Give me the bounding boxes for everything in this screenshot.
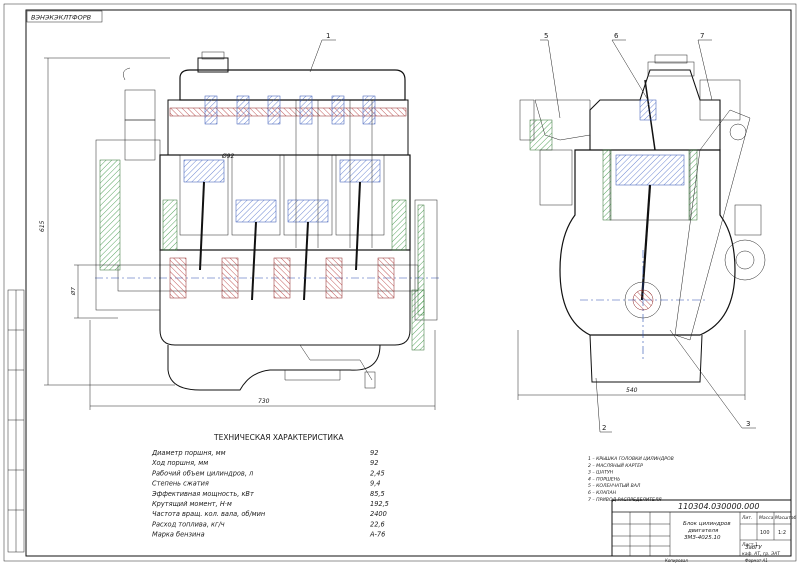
front-left-small-dimension: Ø7 [70,287,77,296]
sheet-frame-outer [3,3,797,562]
sheet-frame-inner [25,9,792,557]
sheet-label: Лит. [741,515,752,521]
top-stamp-text: ВЭНЭКЭКЛТФОРВ [31,14,92,22]
format-text: Формат А1 [745,558,768,563]
legend-item: 4 – ПОРШЕНЬ [588,476,620,482]
front-dimensions: 615 Ø7 730 1 [39,32,436,410]
scale-value: 1:2 [778,530,786,536]
tech-row-label: Рабочий объем цилиндров, л [152,469,254,477]
doc-number: 110304.030000.000 [678,502,759,511]
left-margin-strip [7,289,25,553]
tech-row-value: А-76 [369,531,385,539]
tech-row-value: 192,5 [370,500,389,508]
org-line-2: каф. АТ, гр. ЭАТ [742,551,781,557]
legend-item: 1 – КРЫШКА ГОЛОВКИ ЦИЛИНДРОВ [588,456,674,462]
callout-2: 2 [602,424,606,432]
callout-1: 1 [326,32,330,40]
copied-text: Копировал [665,558,688,563]
callout-3: 3 [746,420,750,428]
scale-label: Масштаб [775,515,797,521]
front-section-view: Ø92 [95,51,440,391]
tech-row-label: Частота вращ. кол. вала, об/мин [152,510,266,518]
tech-characteristics-table: ТЕХНИЧЕСКАЯ ХАРАКТЕРИСТИКА Диаметр поршн… [151,433,389,539]
doc-name-3: ЗМЗ-4025.10 [684,535,721,541]
tech-row-value: 2,45 [370,469,385,477]
legend-item: 3 – ШАТУН [588,470,614,476]
legend-item: 2 – МАСЛЯНЫЙ КАРТЕР [588,462,643,469]
sheet-text: Лист 1 [741,542,758,548]
tech-row-value: 9,4 [370,480,381,488]
side-dimensions: 540 5 6 7 2 3 [517,32,756,433]
tech-row-label: Ход поршня, мм [151,459,208,467]
tech-row-value: 92 [370,459,378,467]
doc-name-2: двигателя [687,528,719,534]
callout-5: 5 [544,32,548,40]
mass-value: 100 [760,530,770,536]
tech-row-value: 22,6 [370,520,385,528]
tech-row-label: Марка бензина [152,531,205,539]
tech-row-label: Расход топлива, кг/ч [152,520,225,528]
legend-item: 6 – КЛАПАН [588,490,617,496]
org-line-1: ЗабГУ [745,545,762,551]
tech-row-label: Диаметр поршня, мм [151,449,226,457]
tech-row-label: Степень сжатия [152,480,209,488]
legend-item: 5 – КОЛЕНЧАТЫЙ ВАЛ [588,482,641,489]
tech-row-label: Крутящий момент, Н·м [152,500,232,508]
front-width-dimension: 730 [258,398,270,405]
tech-row-value: 85,5 [370,490,385,498]
side-section-view [519,54,766,383]
top-stamp-box [26,10,103,23]
doc-name-1: Блок цилиндров [683,521,731,527]
bore-dimension: Ø92 [221,153,235,160]
front-height-dimension: 615 [39,220,46,232]
tech-row-value: 2400 [370,510,387,518]
tech-title: ТЕХНИЧЕСКАЯ ХАРАКТЕРИСТИКА [213,433,344,442]
tech-row-label: Эффективная мощность, кВт [151,490,254,498]
callout-6: 6 [614,32,619,40]
tech-row-value: 92 [370,449,378,457]
mass-label: Масса [759,515,774,521]
callout-7: 7 [700,32,704,40]
title-block: 110304.030000.000 Блок цилиндров двигате… [611,499,797,563]
side-width-dimension: 540 [626,387,638,394]
